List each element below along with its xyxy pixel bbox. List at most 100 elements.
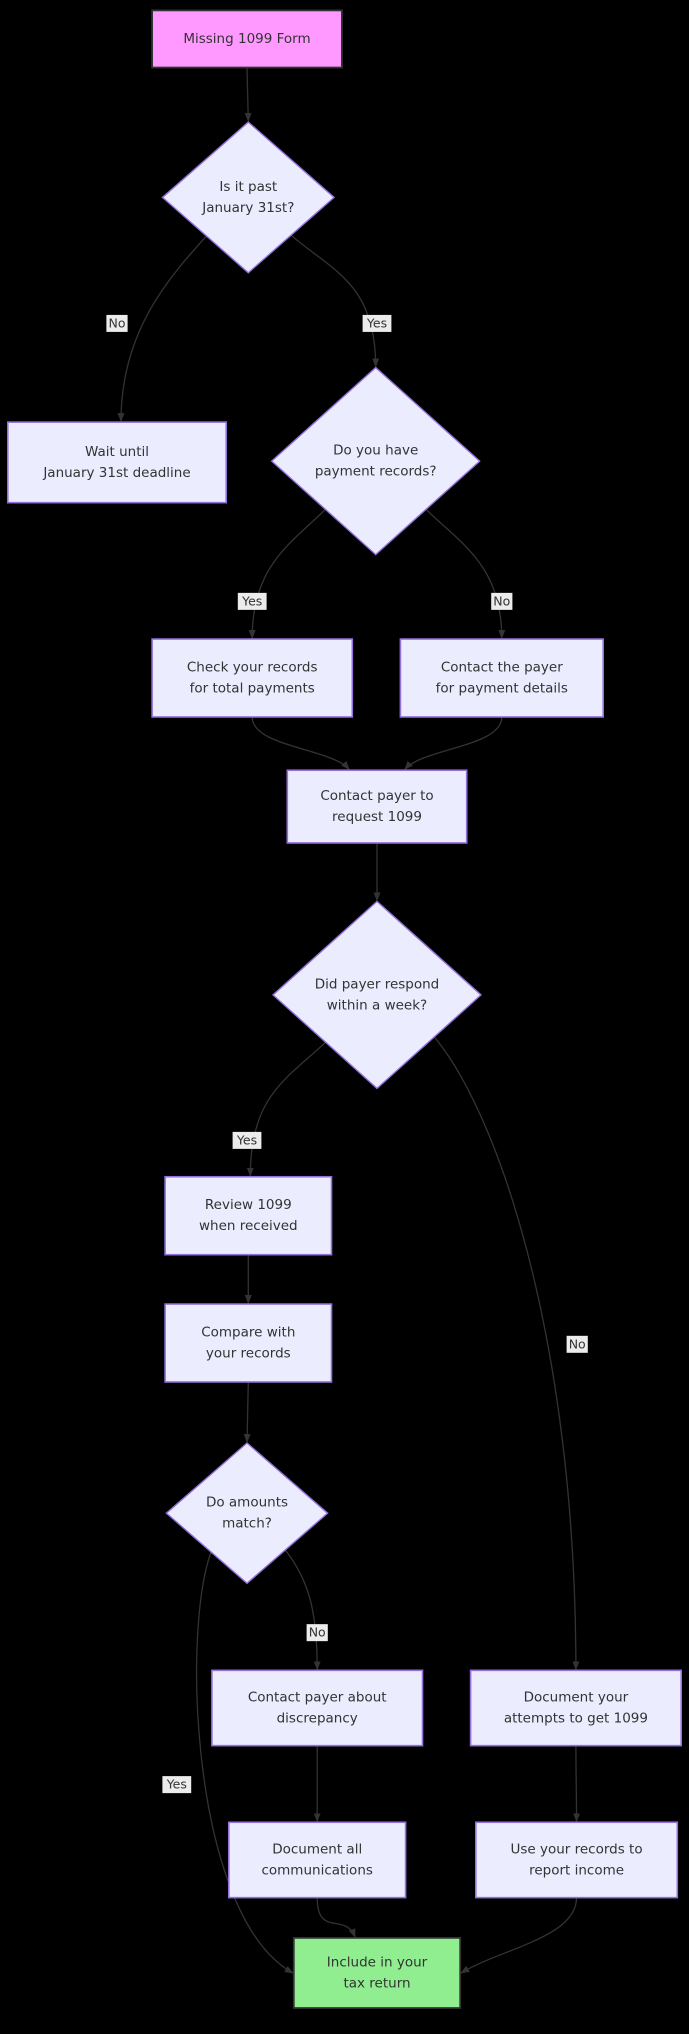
flow-edge — [117, 226, 215, 423]
flow-node-contact_request[interactable]: Contact payer to request 1099 — [286, 769, 468, 844]
node-shape-rect — [286, 769, 468, 844]
node-label-line: Document all — [272, 1841, 362, 1857]
node-label-line: request 1099 — [332, 809, 422, 825]
node-label-line: payment records? — [315, 464, 437, 480]
edge-label-text: Yes — [166, 1777, 187, 1792]
node-label-line: report income — [529, 1862, 624, 1878]
edge-label-lbl-yes-3: Yes — [232, 1131, 262, 1149]
flow-edge — [244, 67, 252, 123]
edge-label-text: Yes — [366, 315, 387, 330]
edge-label-background — [232, 1131, 262, 1149]
node-label-line: Did payer respond — [315, 976, 440, 992]
edge-label-lbl-no-3: No — [566, 1335, 588, 1353]
flow-node-contact_payer_details[interactable]: Contact the payer for payment details — [399, 638, 604, 718]
flow-node-start[interactable]: Missing 1099 Form — [151, 9, 343, 69]
flow-edge — [195, 1539, 294, 1974]
node-label-line: communications — [261, 1862, 372, 1878]
flow-edge — [248, 500, 335, 640]
flow-edge — [573, 1745, 581, 1823]
node-shape-diamond — [271, 900, 483, 1090]
edge-label-text: No — [493, 593, 510, 608]
flow-edge — [460, 1897, 578, 1974]
node-label-line: match? — [222, 1516, 272, 1532]
flow-node-document_attempts[interactable]: Document your attempts to get 1099 — [469, 1669, 683, 1747]
edge-label-background — [306, 1624, 328, 1642]
flow-edge — [316, 1897, 356, 1938]
node-label-line: Contact payer about — [248, 1689, 387, 1705]
node-shape-rect — [469, 1669, 683, 1747]
edge-label-background — [362, 314, 392, 332]
node-label-line: tax return — [343, 1975, 410, 1991]
edge-label-lbl-yes-2: Yes — [237, 592, 267, 610]
edge-label-text: Yes — [236, 1132, 257, 1147]
flow-node-document_comms[interactable]: Document all communications — [228, 1821, 407, 1899]
edge-label-lbl-no-4: No — [306, 1624, 328, 1642]
flow-edge — [246, 1036, 332, 1177]
node-shape-diamond — [165, 1442, 329, 1585]
node-shape-diamond — [270, 366, 481, 556]
node-label-line: when received — [199, 1218, 298, 1234]
edge-label-text: Yes — [241, 593, 262, 608]
flow-node-use_records[interactable]: Use your records to report income — [474, 1821, 679, 1899]
node-shape-rect — [151, 638, 354, 718]
edge-label-lbl-yes-1: Yes — [362, 314, 392, 332]
node-label-line: Contact payer to — [320, 788, 433, 804]
node-label-line: Document your — [524, 1689, 629, 1705]
node-shape-rect — [151, 9, 343, 69]
node-label-line: January 31st? — [201, 200, 294, 216]
node-label-line: Do amounts — [206, 1495, 288, 1511]
flow-node-check_records[interactable]: Check your records for total payments — [151, 638, 354, 718]
edge-label-background — [237, 592, 267, 610]
edge-label-lbl-yes-4: Yes — [162, 1776, 192, 1794]
node-label-line: Missing 1099 Form — [183, 31, 310, 47]
flow-edge — [251, 716, 350, 770]
node-label-line: within a week? — [327, 997, 427, 1013]
node-label-line: discrepancy — [277, 1710, 358, 1726]
node-shape-rect — [211, 1669, 424, 1747]
flow-node-amounts_match[interactable]: Do amounts match? — [165, 1442, 329, 1585]
flow-node-contact_discrepancy[interactable]: Contact payer about discrepancy — [211, 1669, 424, 1747]
node-shape-rect — [7, 421, 227, 504]
node-label-line: Use your records to — [510, 1841, 642, 1857]
edges-layer — [117, 67, 581, 1974]
flow-node-include_return[interactable]: Include in your tax return — [292, 1936, 462, 2009]
flow-edge — [276, 1539, 321, 1671]
flow-edge — [404, 716, 503, 770]
node-label-line: for payment details — [436, 681, 568, 697]
node-shape-rect — [399, 638, 604, 718]
edge-label-background — [106, 314, 128, 332]
node-label-line: Check your records — [187, 660, 318, 676]
flow-edge — [243, 1381, 251, 1444]
flow-edge — [281, 226, 380, 368]
node-label-line: Include in your — [327, 1954, 428, 1970]
node-shape-rect — [164, 1303, 333, 1383]
node-label-line: your records — [206, 1346, 291, 1362]
node-label-line: Is it past — [219, 179, 277, 195]
edge-label-text: No — [309, 1625, 326, 1640]
node-label-line: Review 1099 — [205, 1197, 292, 1213]
node-label-line: attempts to get 1099 — [504, 1710, 648, 1726]
node-label-line: Contact the payer — [441, 660, 563, 676]
flow-edge — [417, 500, 506, 640]
node-shape-rect — [474, 1821, 679, 1899]
edge-label-lbl-no-1: No — [106, 314, 128, 332]
edge-label-text: No — [109, 315, 126, 330]
flow-edge — [428, 1030, 580, 1671]
edge-label-text: No — [569, 1336, 586, 1351]
node-label-line: Wait until — [85, 444, 149, 460]
flow-node-payer_respond[interactable]: Did payer respond within a week? — [271, 900, 483, 1090]
node-shape-rect — [228, 1821, 407, 1899]
node-shape-diamond — [161, 121, 336, 274]
node-shape-rect — [164, 1175, 333, 1256]
node-label-line: for total payments — [190, 681, 315, 697]
edge-label-lbl-no-2: No — [491, 592, 513, 610]
edge-label-background — [566, 1335, 588, 1353]
flow-node-review_1099[interactable]: Review 1099 when received — [164, 1175, 333, 1256]
